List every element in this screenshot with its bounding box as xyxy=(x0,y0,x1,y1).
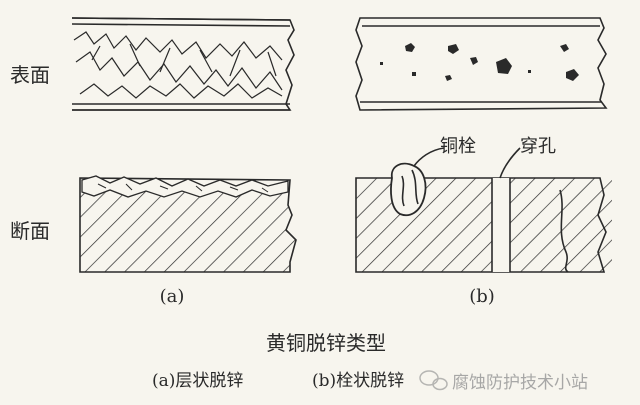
layer-dezincification-band xyxy=(81,175,289,198)
section-label: 断面 xyxy=(10,219,50,243)
dezinc-plug xyxy=(390,162,427,217)
subtitle-plug: (b)栓状脱锌 xyxy=(312,371,404,391)
watermark-text: 腐蚀防护技术小站 xyxy=(452,373,588,393)
subtitle-layer: (a)层状脱锌 xyxy=(152,371,243,391)
panel-b-section xyxy=(355,147,612,273)
panel-a-label: (a) xyxy=(160,286,185,307)
surface-label: 表面 xyxy=(10,63,50,87)
panel-a-section xyxy=(79,175,297,273)
figure-title: 黄铜脱锌类型 xyxy=(266,331,386,355)
panel-a-surface xyxy=(71,17,295,111)
plug-callout: 铜栓 xyxy=(440,136,476,157)
panel-b-surface xyxy=(355,17,608,111)
wechat-logo-icon xyxy=(419,370,448,391)
dezincified-layer-marks xyxy=(73,31,283,99)
plug-spots xyxy=(380,43,579,81)
hole-callout: 穿孔 xyxy=(520,136,556,157)
panel-b-label: (b) xyxy=(469,286,495,307)
perforation-channel xyxy=(492,178,510,272)
